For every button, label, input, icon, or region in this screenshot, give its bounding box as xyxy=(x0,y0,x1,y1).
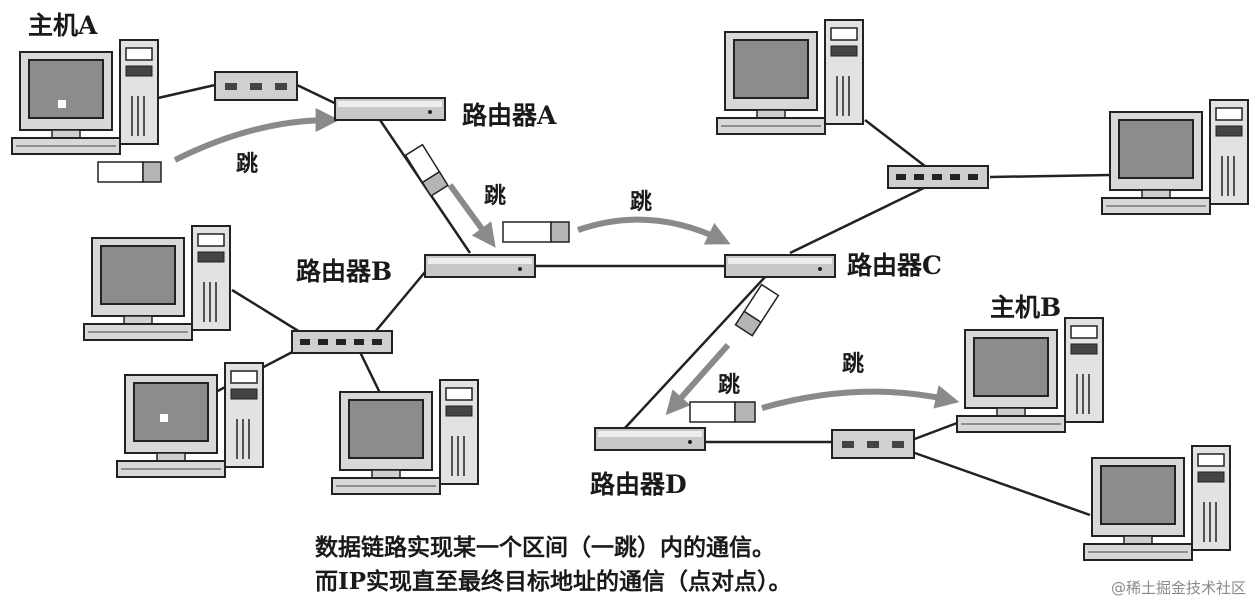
computer-lan-d-2 xyxy=(1083,445,1231,561)
hop-label: 跳 xyxy=(718,372,741,398)
computer-lan-c-1 xyxy=(716,19,864,135)
watermark: @稀土掘金技术社区 xyxy=(1110,579,1246,597)
caption-line-2: 而IP实现直至最终目标地址的通信（点对点）。 xyxy=(315,568,792,595)
computer-host-b xyxy=(956,317,1104,433)
hop-label: 跳 xyxy=(842,351,865,377)
packet xyxy=(734,283,780,337)
packet xyxy=(404,143,449,198)
label-host-b: 主机B xyxy=(990,293,1062,322)
computer-host-a xyxy=(11,39,159,155)
label-host-a: 主机A xyxy=(28,11,98,40)
router-a xyxy=(334,97,446,121)
screen-dot xyxy=(58,100,66,108)
computer-lan-c-2 xyxy=(1101,99,1249,215)
packets xyxy=(97,143,780,423)
label-router-a: 路由器A xyxy=(462,101,557,130)
hop-arrows xyxy=(173,108,960,416)
hop-label: 跳 xyxy=(630,189,653,215)
router-b xyxy=(424,254,536,278)
caption-line-1: 数据链路实现某一个区间（一跳）内的通信。 xyxy=(315,534,775,561)
hub-host-b xyxy=(831,429,915,459)
hop-label: 跳 xyxy=(484,183,507,209)
computer-lan-b-2 xyxy=(116,362,264,478)
packet xyxy=(502,221,570,243)
computer-lan-b-1 xyxy=(83,225,231,341)
router-c xyxy=(724,254,836,278)
hub-router-b xyxy=(291,330,393,354)
packet xyxy=(97,161,162,183)
packet xyxy=(689,401,756,423)
label-router-c: 路由器C xyxy=(847,251,942,280)
label-router-d: 路由器D xyxy=(590,470,687,499)
hub-router-c xyxy=(887,165,989,189)
computer-lan-b-3 xyxy=(331,379,479,495)
screen-dot xyxy=(160,414,168,422)
router-d xyxy=(594,427,706,451)
label-router-b: 路由器B xyxy=(296,257,393,286)
hop-label: 跳 xyxy=(236,151,259,177)
hub-host-a xyxy=(214,71,298,101)
